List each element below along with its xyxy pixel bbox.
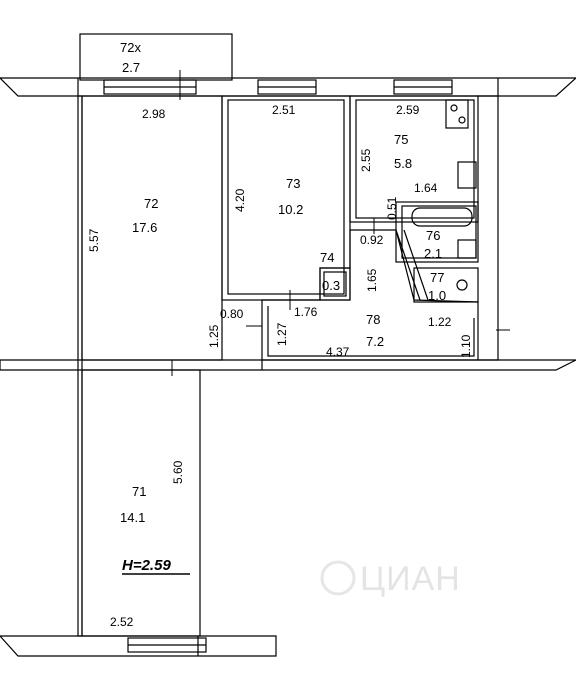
watermark: ЦИАН: [360, 560, 461, 598]
right-wall: [478, 95, 499, 361]
dimension-251: 2.51: [272, 103, 296, 117]
room-area-78: 7.2: [366, 334, 384, 349]
dimension-176: 1.76: [294, 305, 318, 319]
dimension-165: 1.65: [365, 268, 379, 292]
room-area-73: 10.2: [278, 202, 303, 217]
dimension-437: 4.37: [326, 345, 350, 359]
room-area-75: 5.8: [394, 156, 412, 171]
dimension-080: 0.80: [220, 307, 244, 321]
room-number-73: 73: [286, 176, 300, 191]
room-number-76: 76: [426, 228, 440, 243]
room-number-74: 74: [320, 250, 334, 265]
room-number-72: 72: [144, 196, 158, 211]
room-area-77: 1.0: [428, 288, 446, 303]
doorway-ticks: [171, 70, 510, 376]
dimension-164: 1.64: [414, 181, 438, 195]
top-windows: [103, 79, 453, 95]
room-number-71: 71: [132, 484, 146, 499]
room-area-72: 17.6: [132, 220, 157, 235]
bathtub-icon: [411, 207, 473, 227]
room-area-76: 2.1: [424, 246, 442, 261]
dimension-560: 5.60: [171, 460, 185, 484]
room-number-78: 78: [366, 312, 380, 327]
stove-icon: [445, 99, 469, 129]
toilet-icon: [456, 279, 468, 291]
room-labels: 72x 2.7 72 17.6 73 10.2 74 0.3 75 5.8 76…: [120, 40, 446, 525]
room-71-outline: [81, 369, 201, 637]
bottom-wall: [0, 635, 277, 657]
washbasin-icon: [457, 239, 477, 259]
dimension-051: 0.51: [385, 196, 399, 220]
room-number-77: 77: [430, 270, 444, 285]
dimension-110: 1.10: [459, 334, 473, 358]
ceiling-height: H=2.59: [122, 557, 171, 574]
dimension-122: 1.22: [428, 315, 452, 329]
room-area-74: 0.3: [322, 278, 340, 293]
room-number-72x: 72x: [120, 40, 141, 55]
dimension-255: 2.55: [359, 148, 373, 172]
middle-wall: [0, 359, 576, 371]
dimension-127: 1.27: [275, 322, 289, 346]
balcony-72x: [79, 33, 233, 81]
room-area-72x: 2.7: [122, 60, 140, 75]
dimension-labels: 2.98 2.51 2.59 5.57 4.20 2.55 1.64 0.51 …: [87, 103, 473, 629]
dimension-252: 2.52: [110, 615, 134, 629]
dimension-259: 2.59: [396, 103, 420, 117]
dimension-125: 1.25: [207, 324, 221, 348]
room-number-75: 75: [394, 132, 408, 147]
room-77-outline: [413, 267, 479, 303]
room-75-outline: [349, 95, 479, 223]
dimension-557: 5.57: [87, 228, 101, 252]
watermark-logo: [320, 560, 356, 596]
sink-icon: [457, 161, 477, 189]
dimension-092: 0.92: [360, 233, 384, 247]
dimension-420: 4.20: [233, 188, 247, 212]
dimension-298: 2.98: [142, 107, 166, 121]
room-area-71: 14.1: [120, 510, 145, 525]
